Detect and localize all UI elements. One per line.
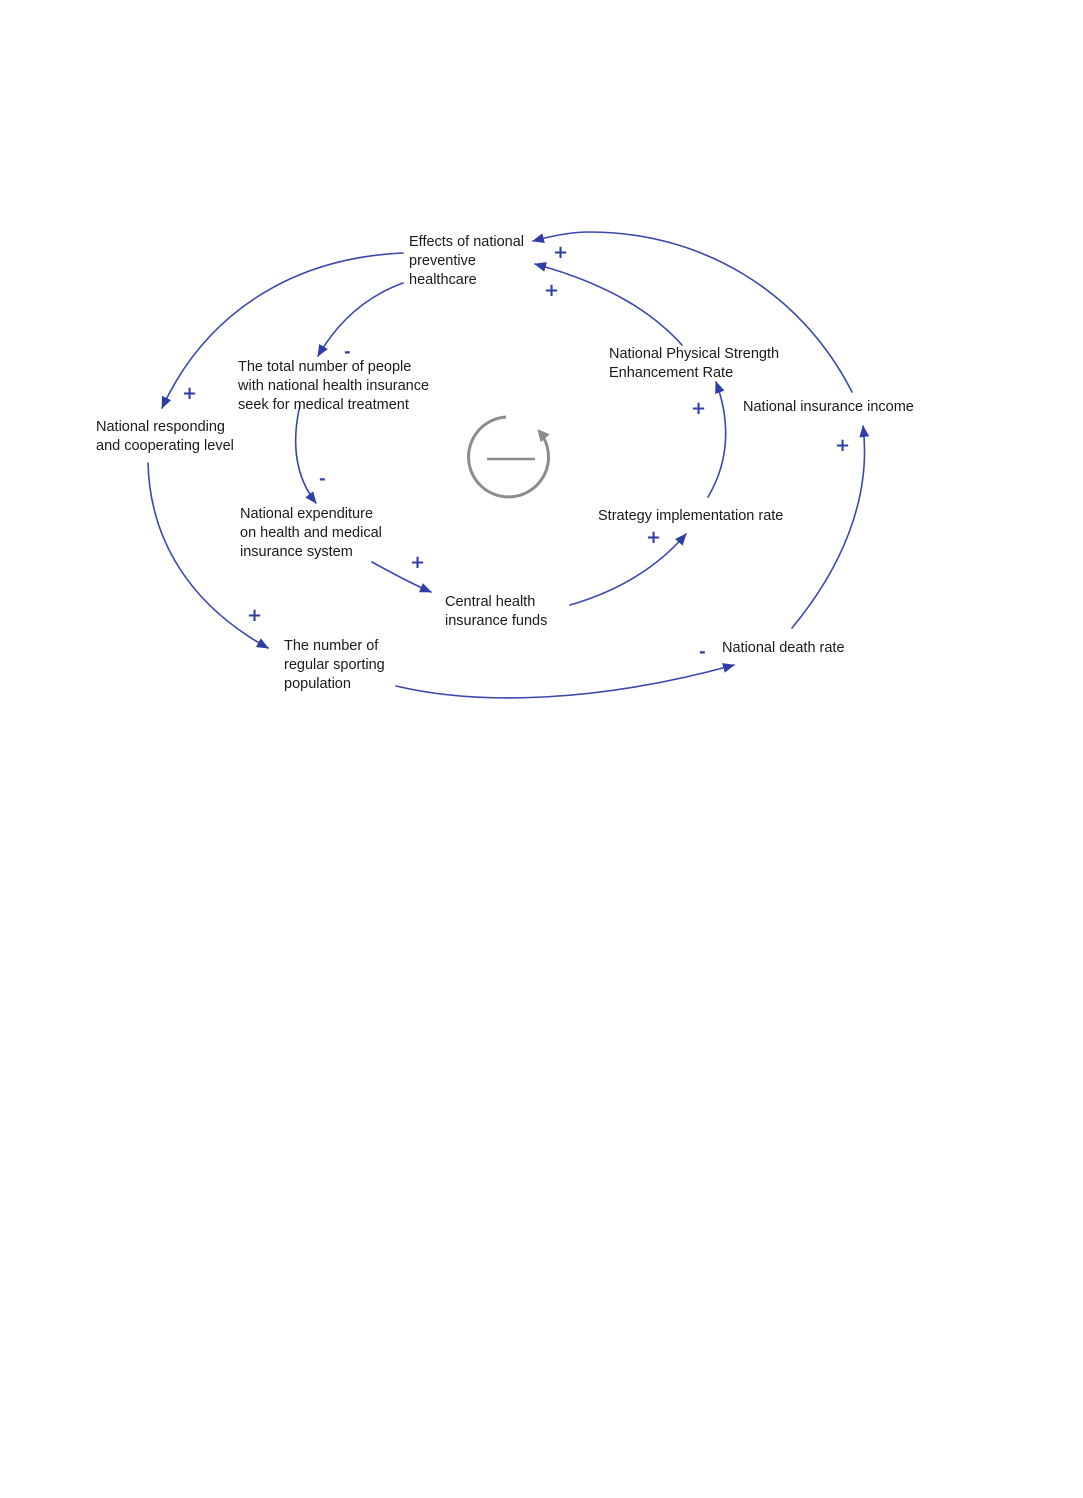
arrow-preventive-to-total	[317, 282, 404, 357]
polarity-strategy-to-strength: +	[691, 398, 707, 419]
polarity-strength-to-preventive: +	[544, 280, 560, 301]
arrow-funds-to-strategy	[569, 533, 687, 606]
arrow-total-to-expenditure	[294, 404, 317, 504]
node-central-funds: Central health insurance funds	[445, 594, 548, 629]
node-sporting-population: The number of regular sporting populatio…	[284, 638, 385, 692]
node-preventive-healthcare: Effects of national preventive healthcar…	[409, 234, 525, 288]
polarity-preventive-to-responding: +	[182, 383, 198, 404]
node-strategy-rate: Strategy implementation rate	[598, 508, 784, 524]
arrow-death-to-income	[791, 425, 870, 629]
arrow-responding-to-sporting	[147, 462, 269, 649]
polarity-sporting-to-death: -	[699, 642, 706, 661]
polarity-income-to-preventive: +	[553, 242, 569, 263]
arrow-strength-to-preventive	[534, 262, 683, 346]
node-insurance-income: National insurance income	[743, 399, 914, 415]
node-total-people-treatment: The total number of people with national…	[238, 359, 430, 413]
arrow-preventive-to-responding	[161, 252, 404, 409]
polarity-expenditure-to-funds: +	[410, 552, 426, 573]
polarity-responding-to-sporting: +	[247, 605, 263, 626]
node-physical-strength: National Physical Strength Enhancement R…	[609, 346, 780, 381]
polarity-death-to-income: +	[835, 435, 851, 456]
balancing-loop-icon	[467, 415, 550, 499]
polarity-total-to-expenditure: -	[319, 469, 326, 488]
polarity-preventive-to-total: -	[344, 342, 351, 361]
node-national-expenditure: National expenditure on health and medic…	[240, 506, 382, 560]
node-responding-level: National responding and cooperating leve…	[96, 419, 234, 454]
arrow-expenditure-to-funds	[371, 561, 432, 593]
node-death-rate: National death rate	[722, 640, 845, 656]
polarity-funds-to-strategy: +	[646, 527, 662, 548]
arrow-strategy-to-strength	[707, 381, 727, 498]
arrow-income-to-preventive	[532, 231, 853, 393]
arrow-sporting-to-death	[395, 663, 735, 699]
